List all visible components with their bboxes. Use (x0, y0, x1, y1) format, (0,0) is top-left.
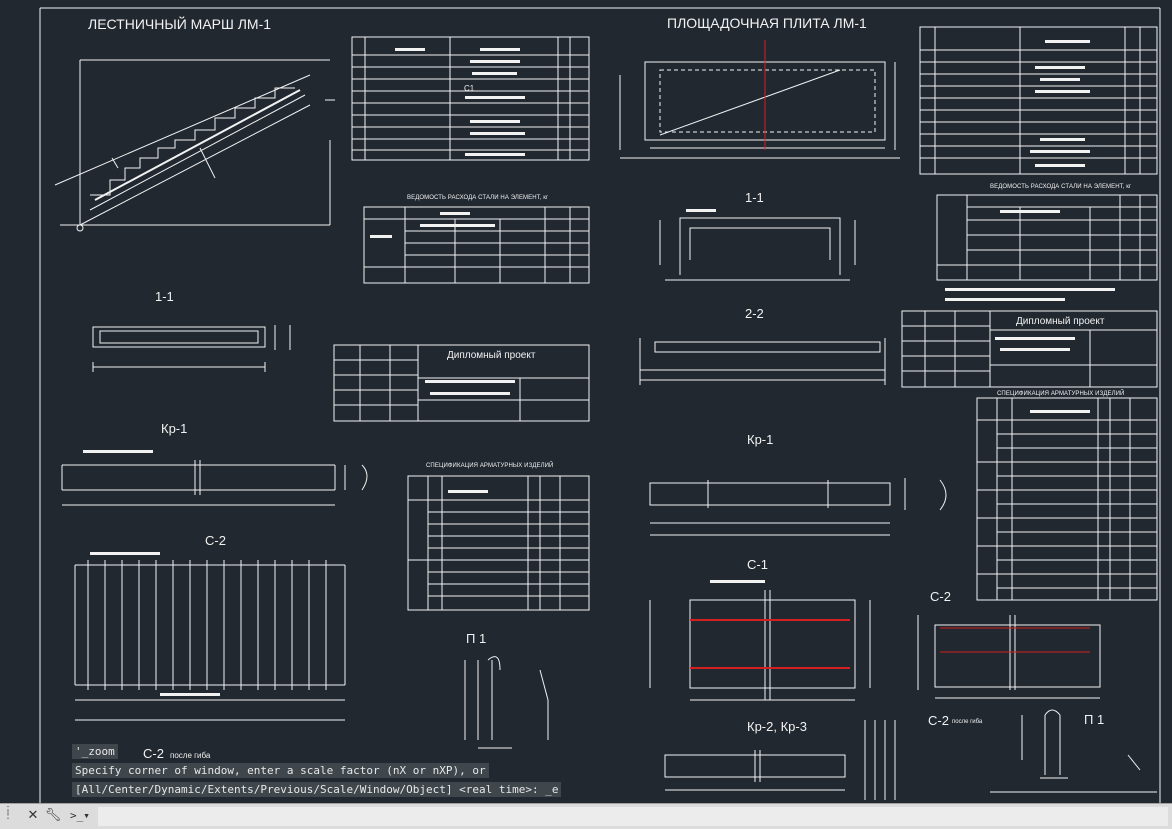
section-label-right-kr1: Кр-1 (747, 432, 774, 447)
c1-marker: С1 (464, 84, 475, 93)
command-history-line-1: '_zoom (72, 744, 118, 759)
section-label-right-c2-after-sub: после гиба (952, 719, 983, 725)
section-label-right-c1: С-1 (747, 557, 768, 572)
steel-table-title-right: ВЕДОМОСТЬ РАСХОДА СТАЛИ НА ЭЛЕМЕНТ, кг (990, 184, 1132, 190)
wrench-icon[interactable]: 🔧︎ (44, 808, 62, 823)
command-prompt-icon[interactable]: >_▾ (70, 809, 90, 822)
section-label-kr2-kr3: Кр-2, Кр-3 (747, 719, 807, 734)
section-label-right-c2: С-2 (930, 589, 951, 604)
section-label-left-kr1: Кр-1 (161, 421, 188, 436)
command-history-line-3: [All/Center/Dynamic/Extents/Previous/Sca… (72, 782, 562, 797)
section-label-left-c2: С-2 (205, 533, 226, 548)
section-label-right-p1: П 1 (1084, 712, 1105, 727)
close-icon[interactable]: ✕ (27, 808, 39, 823)
stamp-title-left: Дипломный проект (447, 350, 536, 361)
command-history-line-2: Specify corner of window, enter a scale … (72, 763, 489, 778)
section-label-right-1-1: 1-1 (745, 190, 764, 205)
section-label-left-c2-after: С-2 (143, 746, 164, 761)
stamp-title-right: Дипломный проект (1016, 316, 1105, 327)
section-label-left-p1: П 1 (466, 631, 487, 646)
command-input[interactable] (98, 807, 1168, 826)
section-label-left-c2-after-sub: после гиба (170, 751, 211, 760)
stair-flight-title: ЛЕСТНИЧНЫЙ МАРШ ЛМ-1 (88, 16, 272, 32)
section-label-right-2-2: 2-2 (745, 306, 764, 321)
drag-handle-icon[interactable]: ⋮⋮ (3, 805, 13, 821)
section-label-right-c2-after: С-2 (928, 713, 949, 728)
landing-slab-title: ПЛОЩАДОЧНАЯ ПЛИТА ЛМ-1 (667, 15, 867, 31)
command-history: '_zoom Specify corner of window, enter a… (72, 742, 592, 799)
section-label-left-1-1: 1-1 (155, 289, 174, 304)
steel-table-title-left: ВЕДОМОСТЬ РАСХОДА СТАЛИ НА ЭЛЕМЕНТ, кг (407, 195, 549, 201)
command-line-bar: ⋮⋮ ✕ 🔧︎ >_▾ (0, 803, 1172, 829)
spec-table-title-right: СПЕЦИФИКАЦИЯ АРМАТУРНЫХ ИЗДЕЛИЙ (997, 391, 1125, 397)
spec-table-title-left: СПЕЦИФИКАЦИЯ АРМАТУРНЫХ ИЗДЕЛИЙ (426, 463, 554, 469)
